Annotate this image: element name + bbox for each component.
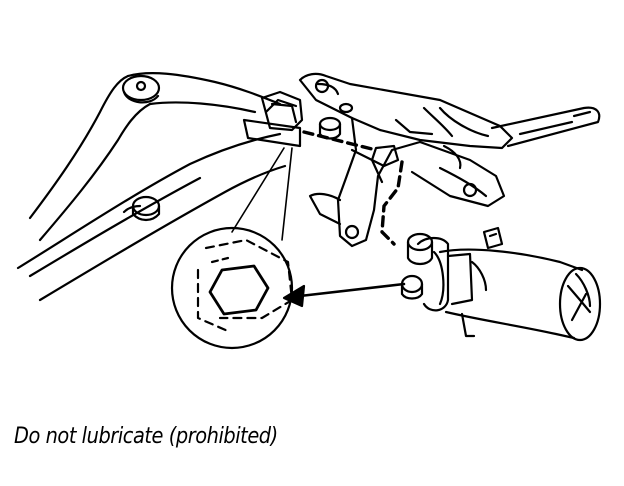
wiper-motor [400, 226, 602, 342]
caption-text: Do not lubricate (prohibited) [14, 424, 278, 449]
wiper-arm [16, 72, 304, 302]
linkage-bracket [298, 72, 601, 248]
detail-leader-lines [231, 147, 293, 241]
hex-shaft-detail [170, 226, 294, 350]
direction-arrow [282, 282, 406, 308]
wiper-assembly-drawing [16, 72, 602, 350]
alignment-dashes [302, 130, 404, 246]
